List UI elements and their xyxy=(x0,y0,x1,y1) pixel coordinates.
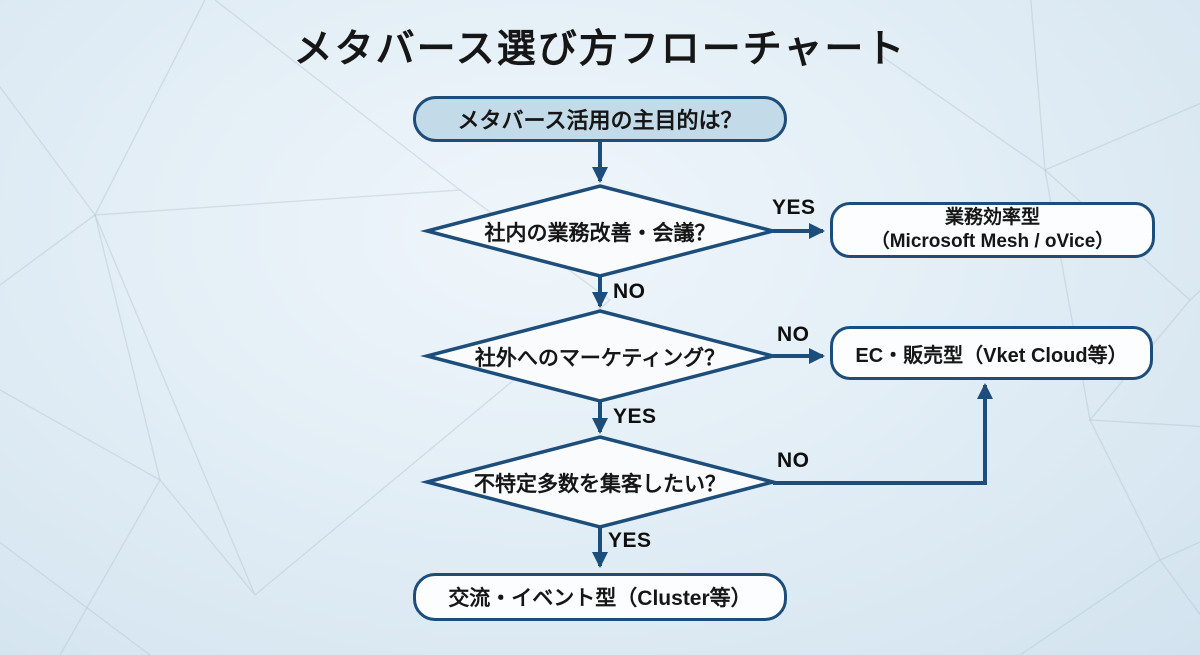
q1-yes-label: YES xyxy=(772,196,816,219)
decision-q1-label: 社内の業務改善・会議？ xyxy=(484,222,716,245)
result-event-label: 交流・イベント型（Cluster等） xyxy=(448,587,752,610)
decision-q2-diamond xyxy=(420,309,780,403)
result-node-efficiency: 業務効率型 （Microsoft Mesh / oVice） xyxy=(830,202,1155,258)
decision-q3-label: 不特定多数を集客したい？ xyxy=(474,473,726,496)
result-efficiency-title: 業務効率型 xyxy=(944,207,1040,229)
decision-q1-diamond xyxy=(420,184,780,278)
result-node-event: 交流・イベント型（Cluster等） xyxy=(413,573,787,621)
q3-yes-label: YES xyxy=(608,529,652,552)
result-ec-label: EC・販売型（Vket Cloud等） xyxy=(855,344,1128,367)
start-node: メタバース活用の主目的は？ xyxy=(413,96,787,142)
result-efficiency-subtitle: （Microsoft Mesh / oVice） xyxy=(870,231,1115,252)
q3-no-label: NO xyxy=(777,449,810,472)
decision-q3-diamond xyxy=(420,435,780,529)
result-node-ec: EC・販売型（Vket Cloud等） xyxy=(830,326,1153,380)
start-node-label: メタバース活用の主目的は？ xyxy=(457,108,743,133)
page-title: メタバース選び方フローチャート xyxy=(293,28,907,71)
q1-no-label: NO xyxy=(613,280,646,303)
q2-yes-label: YES xyxy=(613,405,657,428)
decision-q2-label: 社外へのマーケティング？ xyxy=(474,347,726,370)
q2-no-label: NO xyxy=(777,323,810,346)
arrow-q3-no-to-result2 xyxy=(773,383,993,485)
